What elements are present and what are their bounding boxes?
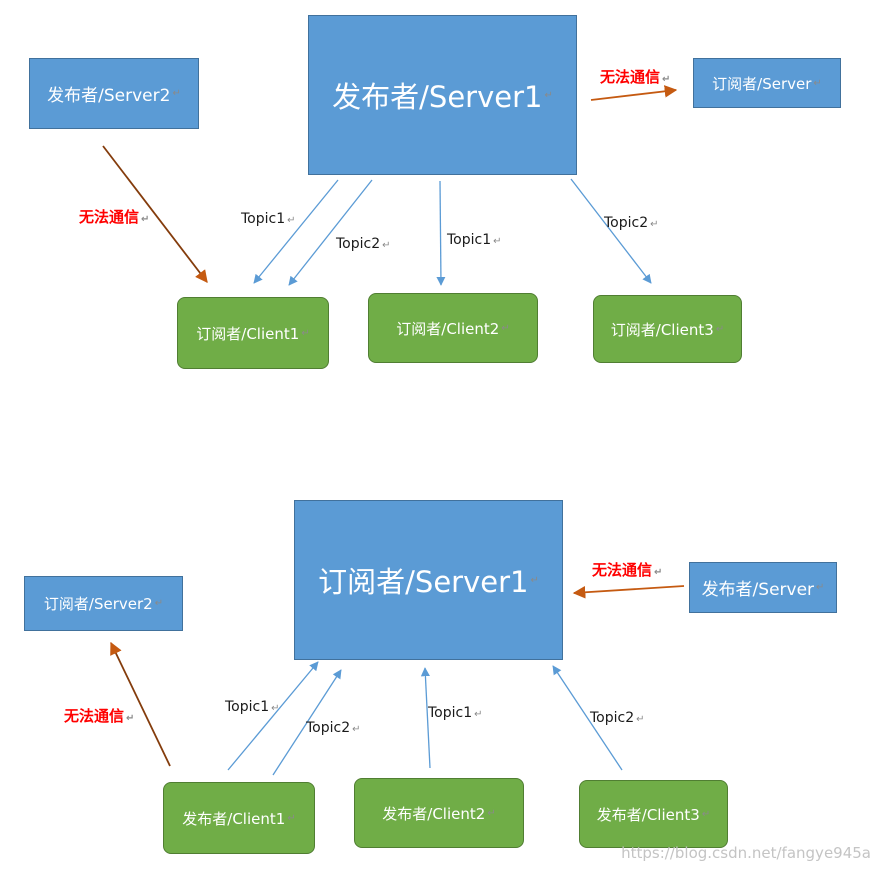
arrow-blocked-client1-to-server2 xyxy=(110,641,171,767)
top-client3-label: 订阅者/Client3 xyxy=(610,320,714,339)
bottom-topic-label-3: Topic1↵ xyxy=(428,705,483,721)
arrow-blocked-server1-to-subscriber xyxy=(590,85,678,101)
watermark-text: https://blog.csdn.net/fangye945a xyxy=(621,844,871,862)
top-client1-label: 订阅者/Client1 xyxy=(196,324,300,343)
bottom-blocked-label-right: 无法通信↵ xyxy=(592,561,663,579)
arrow-topic1-from-client2 xyxy=(420,667,431,769)
arrow-topic1-from-client1 xyxy=(227,661,319,771)
bottom-client2-box: 发布者/Client2↵ xyxy=(354,778,524,848)
arrow-blocked-publisher-to-server1 xyxy=(572,585,685,599)
bottom-main-server-box: 订阅者/Server1↵ xyxy=(294,500,563,660)
top-client2-label: 订阅者/Client2 xyxy=(396,319,500,338)
bottom-client1-box: 发布者/Client1↵ xyxy=(163,782,315,854)
top-client1-box: 订阅者/Client1↵ xyxy=(177,297,329,369)
arrow-blocked-server2-to-client1 xyxy=(102,145,208,284)
top-left-server-label: 发布者/Server2 xyxy=(47,86,171,106)
top-topic-label-1: Topic1↵ xyxy=(241,211,296,227)
top-main-server-box: 发布者/Server1↵ xyxy=(308,15,577,175)
arrow-topic2-from-client3 xyxy=(552,665,623,771)
top-client3-box: 订阅者/Client3↵ xyxy=(593,295,742,363)
bottom-client1-label: 发布者/Client1 xyxy=(182,809,286,828)
top-topic-label-2: Topic2↵ xyxy=(336,236,391,252)
top-blocked-label-right: 无法通信↵ xyxy=(600,68,671,86)
arrow-topic1-to-client1 xyxy=(253,179,339,284)
bottom-right-server-label: 发布者/Server xyxy=(701,580,815,600)
bottom-topic-label-1: Topic1↵ xyxy=(225,699,280,715)
arrow-topic2-to-client1 xyxy=(288,179,373,286)
top-topic-label-4: Topic2↵ xyxy=(604,215,659,231)
top-left-server-box: 发布者/Server2↵ xyxy=(29,58,199,129)
bottom-client3-box: 发布者/Client3↵ xyxy=(579,780,728,848)
bottom-topic-label-4: Topic2↵ xyxy=(590,710,645,726)
arrow-topic2-from-client1 xyxy=(272,669,342,776)
bottom-right-server-box: 发布者/Server↵ xyxy=(689,562,837,613)
top-topic-label-3: Topic1↵ xyxy=(447,232,502,248)
top-client2-box: 订阅者/Client2↵ xyxy=(368,293,538,363)
bottom-client3-label: 发布者/Client3 xyxy=(596,805,700,824)
top-blocked-label-left: 无法通信↵ xyxy=(79,208,150,226)
bottom-left-server-label: 订阅者/Server2 xyxy=(43,595,153,613)
arrow-topic2-to-client3 xyxy=(570,178,652,284)
bottom-topic-label-2: Topic2↵ xyxy=(306,720,361,736)
bottom-client2-label: 发布者/Client2 xyxy=(382,804,486,823)
arrow-topic1-to-client2 xyxy=(436,180,446,286)
top-right-server-box: 订阅者/Server↵ xyxy=(693,58,841,108)
bottom-main-server-label: 订阅者/Server1 xyxy=(318,565,529,599)
bottom-blocked-label-left: 无法通信↵ xyxy=(64,707,135,725)
top-main-server-label: 发布者/Server1 xyxy=(332,80,543,114)
top-right-server-label: 订阅者/Server xyxy=(712,74,812,93)
bottom-left-server-box: 订阅者/Server2↵ xyxy=(24,576,183,631)
